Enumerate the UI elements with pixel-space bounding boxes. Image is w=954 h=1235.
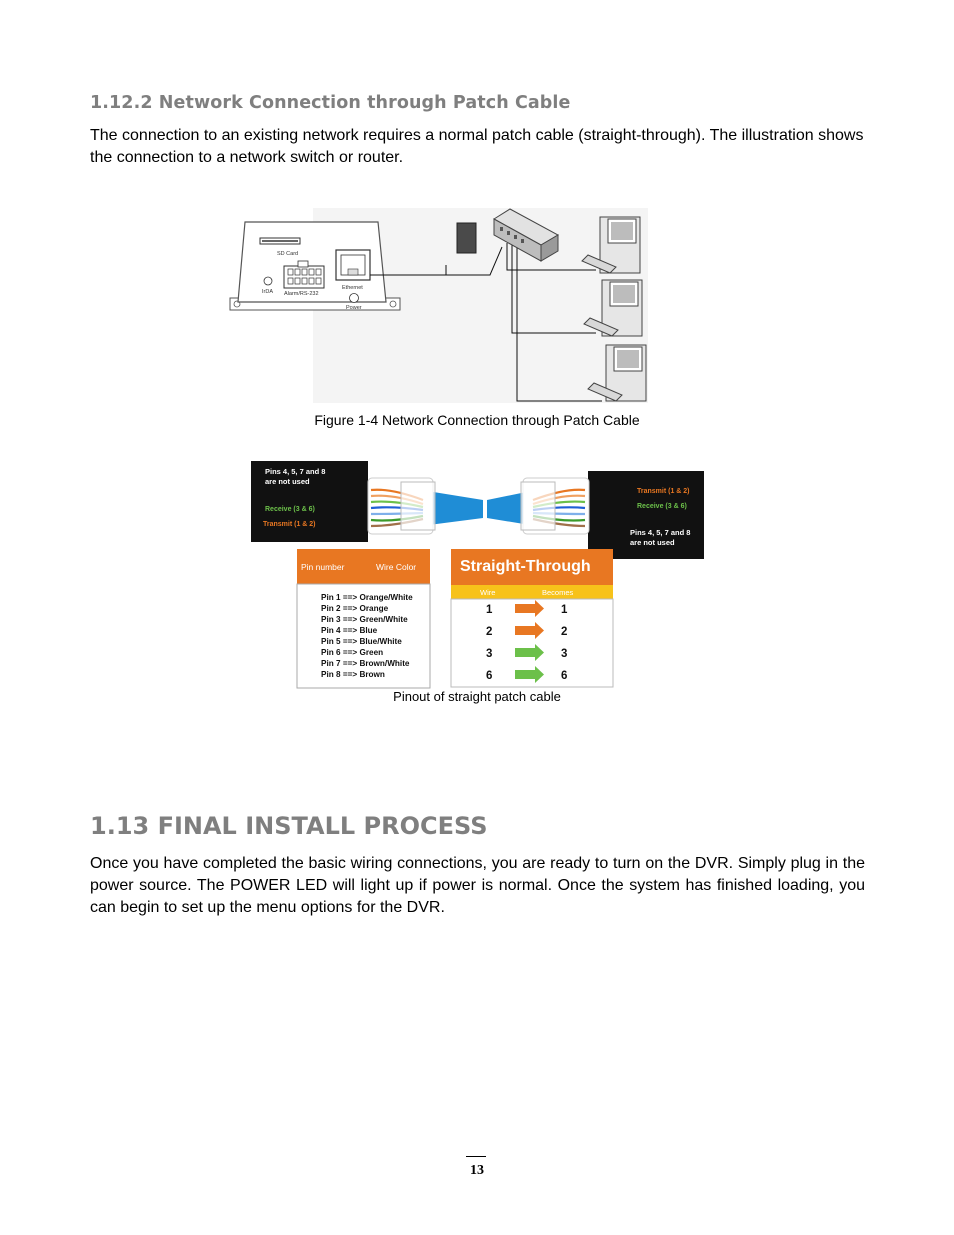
right-pins-note-1: Pins 4, 5, 7 and 8 xyxy=(630,528,690,537)
pin-row: Pin 1 ==> Orange/White xyxy=(321,593,413,602)
straight-becomes-1: 1 xyxy=(561,604,568,616)
right-transmit-label: Transmit (1 & 2) xyxy=(637,488,690,495)
figure-1-4-caption: Figure 1-4 Network Connection through Pa… xyxy=(314,412,640,428)
pin-table-header-bg xyxy=(297,549,430,584)
arrow-icon xyxy=(515,666,544,683)
section-body-1-13: Once you have completed the basic wiring… xyxy=(90,855,865,916)
left-pins-note-1: Pins 4, 5, 7 and 8 xyxy=(265,467,325,476)
straight-wire-3: 3 xyxy=(486,648,492,660)
ethernet-label: Ethernet xyxy=(342,285,363,291)
wire-color-header: Wire Color xyxy=(376,562,416,572)
becomes-column-header: Becomes xyxy=(542,588,574,597)
left-receive-label: Receive (3 & 6) xyxy=(265,506,315,513)
straight-through-title: Straight-Through xyxy=(460,558,591,575)
pin-row: Pin 5 ==> Blue/White xyxy=(321,637,402,646)
network-switch xyxy=(493,208,560,262)
arrow-icon xyxy=(515,644,544,661)
pinout-caption: Pinout of straight patch cable xyxy=(393,689,561,704)
page-number: 13 xyxy=(470,1163,484,1178)
straight-through-header-bg xyxy=(451,549,613,585)
pin-row: Pin 4 ==> Blue xyxy=(321,626,378,635)
right-receive-label: Receive (3 & 6) xyxy=(637,503,687,510)
straight-wire-1: 1 xyxy=(486,604,493,616)
irda-label: IrDA xyxy=(262,289,273,295)
straight-arrows xyxy=(515,600,544,683)
pin-table-body xyxy=(296,583,431,689)
straight-becomes-3: 3 xyxy=(561,648,567,660)
patch-cable-illustration xyxy=(367,477,590,535)
straight-becomes-2: 2 xyxy=(561,626,567,638)
left-transmit-label: Transmit (1 & 2) xyxy=(263,521,316,528)
power-label: Power xyxy=(346,305,362,311)
pin-number-header: Pin number xyxy=(301,562,345,572)
computer-1 xyxy=(581,216,641,274)
straight-becomes-6: 6 xyxy=(561,670,567,682)
section-heading-1-12-2: 1.12.2 Network Connection through Patch … xyxy=(90,93,571,113)
section-heading-1-13: 1.13 FINAL INSTALL PROCESS xyxy=(90,812,488,840)
network-device xyxy=(456,222,477,254)
arrow-icon xyxy=(515,622,544,639)
dvr-unit: SD Card Alarm/RS-232 IrDA Ethernet Power xyxy=(229,221,401,311)
pin-row: Pin 7 ==> Brown/White xyxy=(321,659,410,668)
pinout-diagram: Pins 4, 5, 7 and 8 are not used Receive … xyxy=(251,461,704,689)
alarm-label: Alarm/RS-232 xyxy=(284,291,319,297)
network-diagram: SD Card Alarm/RS-232 IrDA Ethernet Power xyxy=(229,208,648,403)
computer-3 xyxy=(587,344,647,402)
page-number-rule xyxy=(466,1156,486,1157)
wire-column-header: Wire xyxy=(480,588,495,597)
computer-2 xyxy=(583,279,643,337)
arrow-icon xyxy=(515,600,544,617)
straight-wire-2: 2 xyxy=(486,626,492,638)
section-body-1-12-2: The connection to an existing network re… xyxy=(90,127,864,166)
straight-wire-6: 6 xyxy=(486,670,492,682)
pin-row: Pin 6 ==> Green xyxy=(321,648,383,657)
right-pins-note-2: are not used xyxy=(630,538,675,547)
pin-row: Pin 8 ==> Brown xyxy=(321,670,385,679)
pin-row: Pin 3 ==> Green/White xyxy=(321,615,408,624)
patch-cable xyxy=(370,243,602,402)
sd-card-label: SD Card xyxy=(277,251,298,257)
left-pins-note-2: are not used xyxy=(265,477,310,486)
pin-row: Pin 2 ==> Orange xyxy=(321,604,389,613)
